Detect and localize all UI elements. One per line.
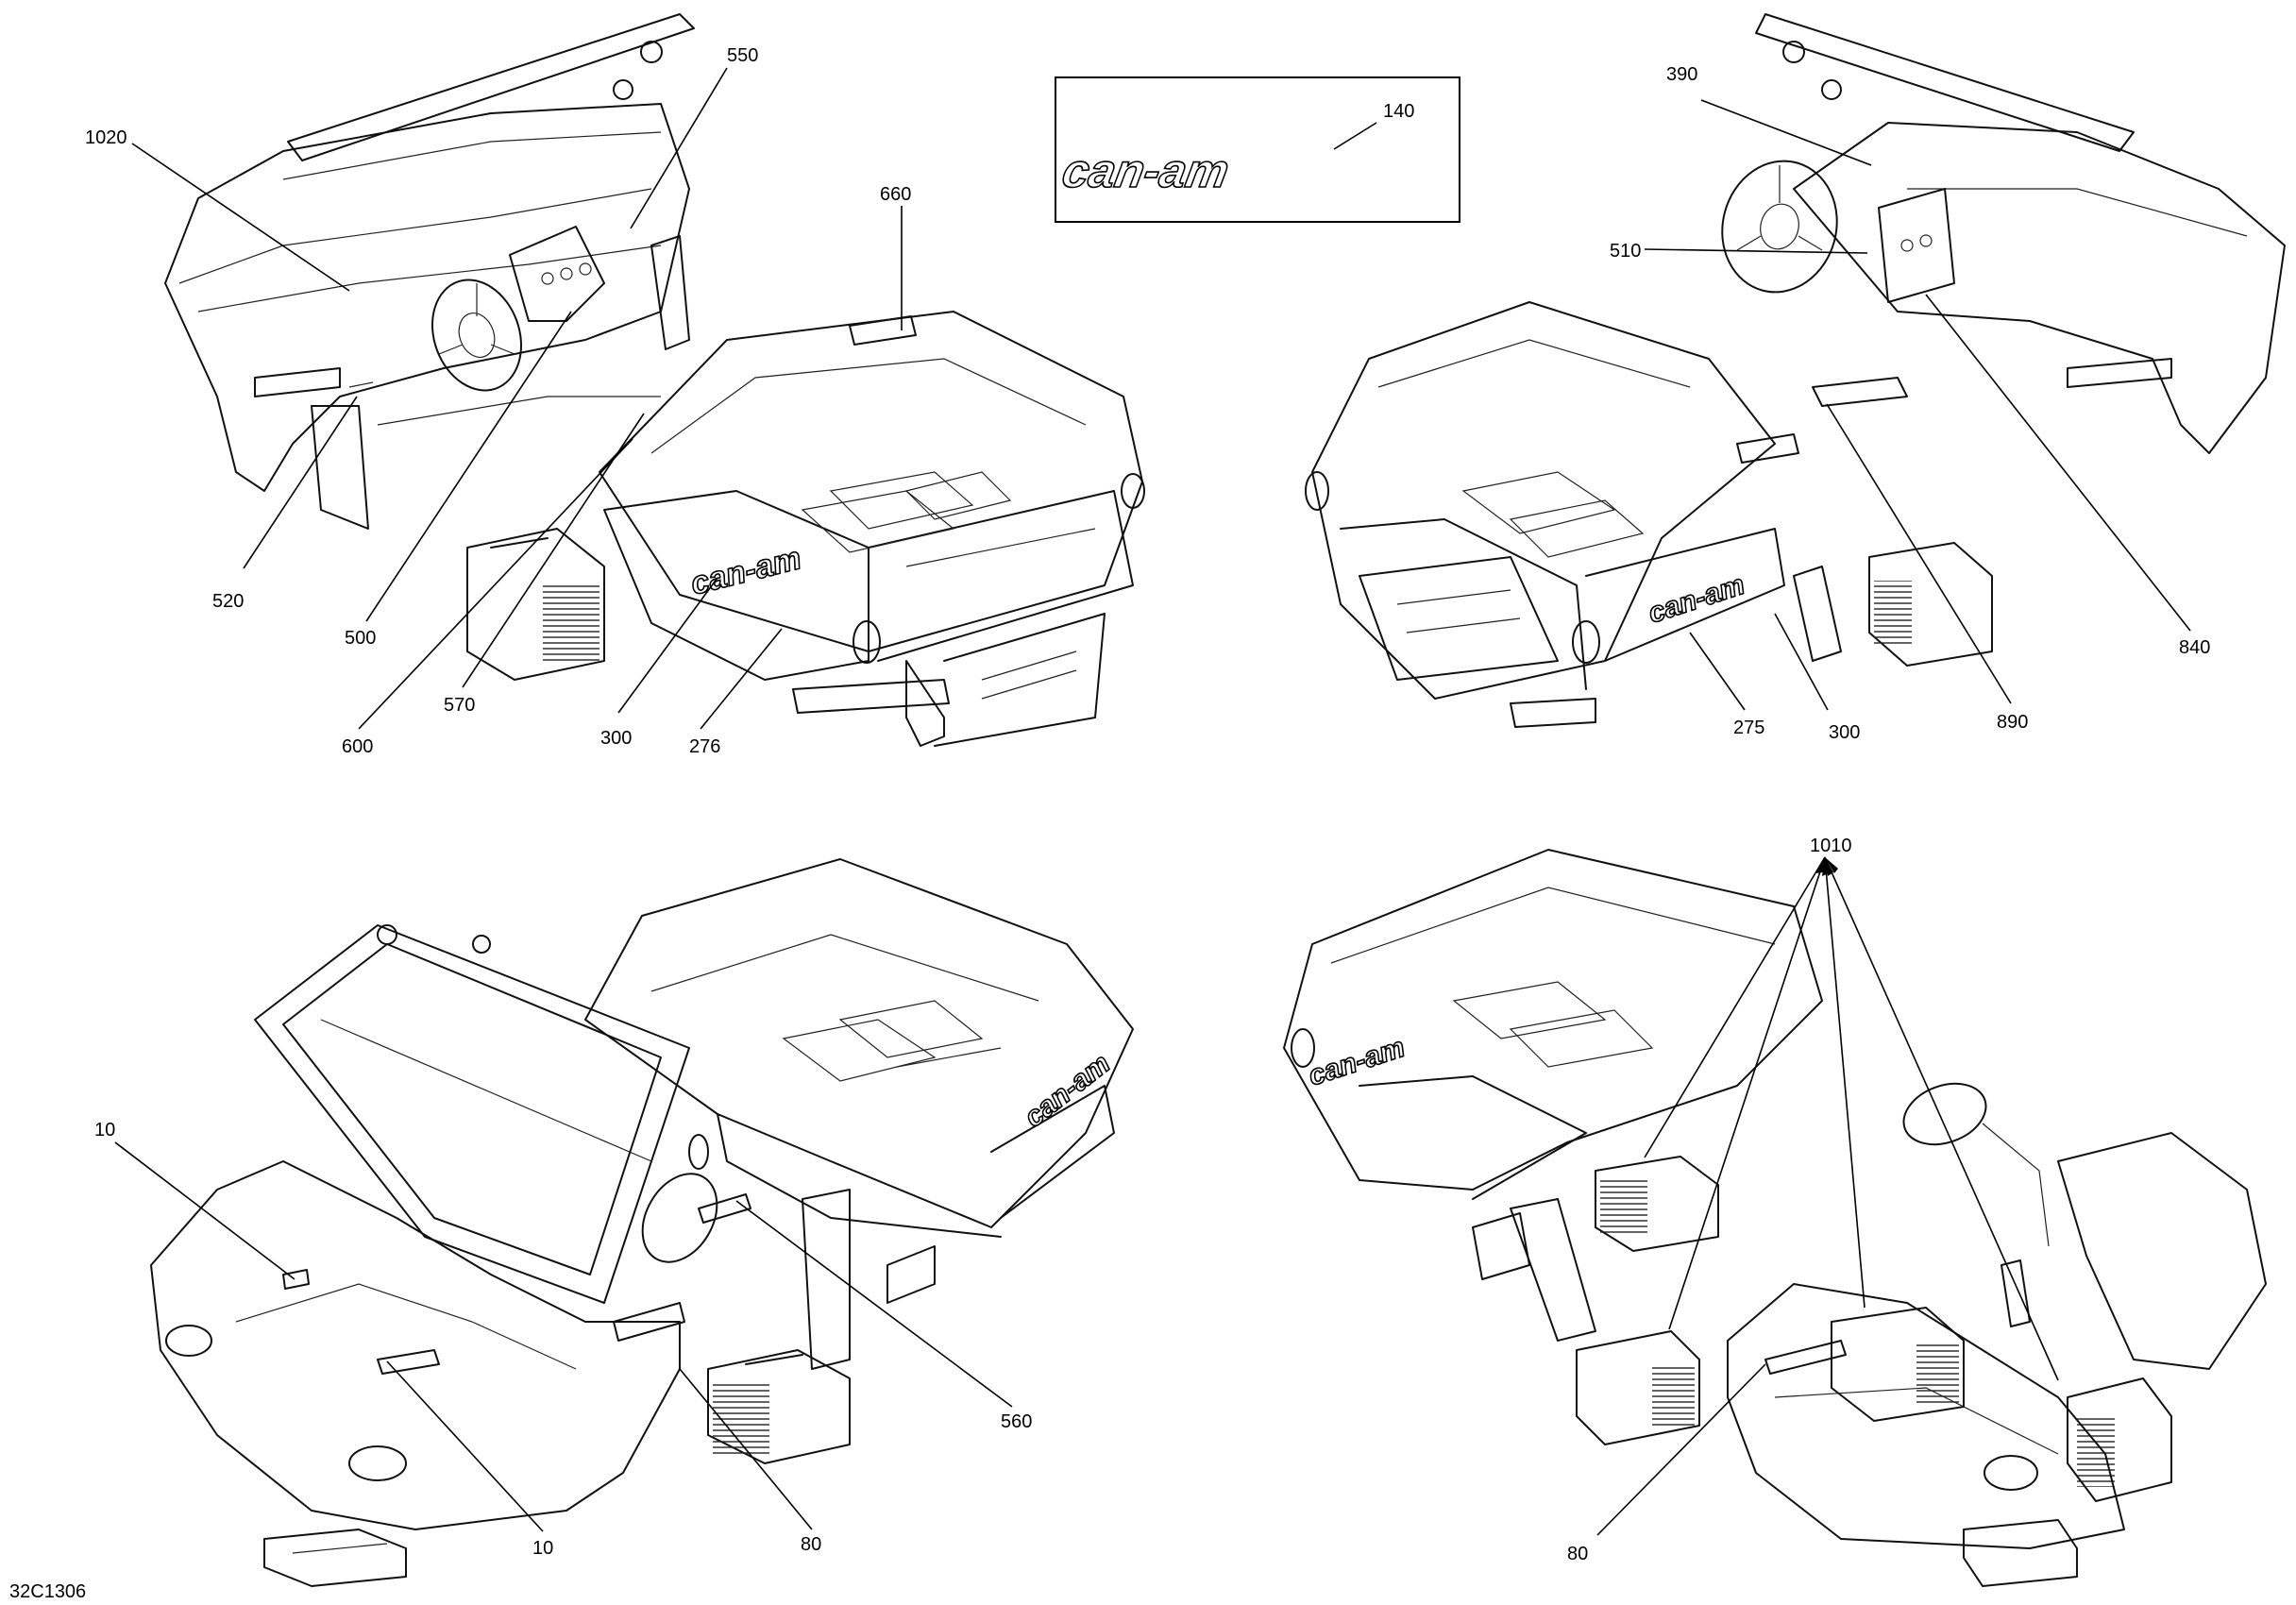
drawing-code: 32C1306: [9, 1581, 86, 1602]
callout-1010-arrows: [1644, 856, 2059, 1381]
callout-140: 140: [1383, 101, 1414, 122]
callout-660: 660: [880, 184, 911, 205]
can-am-logo: can-am: [1645, 569, 1748, 630]
callout-570: 570: [444, 695, 475, 716]
callout-80-right: 80: [1567, 1544, 1588, 1564]
view-front-left: can-am: [164, 13, 1145, 747]
leader-lines: [114, 67, 2191, 1536]
callout-1010: 1010: [1810, 836, 1852, 856]
callout-300-left: 300: [600, 728, 632, 749]
callout-550: 550: [727, 45, 758, 66]
callout-275: 275: [1733, 718, 1764, 738]
callout-560: 560: [1001, 1411, 1032, 1432]
callout-510: 510: [1610, 241, 1641, 262]
callout-1020: 1020: [85, 127, 127, 148]
callout-300-right: 300: [1829, 722, 1860, 743]
callout-10-upper: 10: [94, 1120, 115, 1140]
can-am-logo-decal: can-am: [1058, 144, 1233, 197]
view-front-windshield: can-am: [150, 858, 1134, 1587]
callout-500: 500: [345, 628, 376, 649]
callout-80-left: 80: [801, 1534, 821, 1555]
callout-labels: 1020 550 660 140 520 500 570 600 300 276…: [9, 45, 2210, 1602]
view-rear-hood: can-am: [1283, 849, 2267, 1587]
view-rear-right: can-am: [1305, 13, 2286, 728]
callout-840: 840: [2179, 637, 2210, 658]
callout-890: 890: [1997, 712, 2028, 733]
callout-390: 390: [1666, 64, 1697, 85]
callout-10-lower: 10: [532, 1538, 553, 1559]
decal-140-box: can-am: [1055, 76, 1460, 223]
callout-600: 600: [342, 736, 373, 757]
can-am-logo: can-am: [687, 540, 805, 602]
can-am-logo: can-am: [1019, 1048, 1116, 1134]
callout-520: 520: [212, 591, 244, 612]
callout-276: 276: [689, 736, 720, 757]
